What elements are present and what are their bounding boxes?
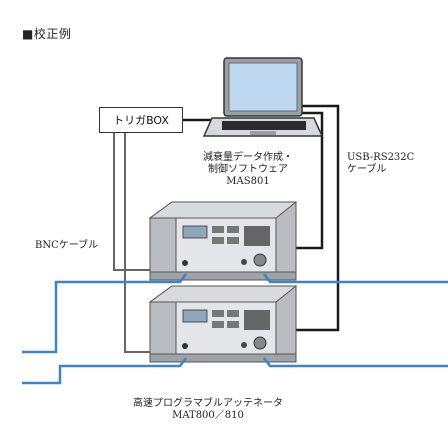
attenuator-device-1: [148, 201, 298, 281]
trigger-box: トリガBOX: [99, 107, 183, 133]
product-label: 高速プログラマブルアッテネータ MAT800／810: [118, 398, 298, 422]
software-label-line-3: MAS801: [226, 176, 270, 187]
bnc-cable-label: BNCケーブル: [35, 240, 99, 251]
rf-line-out-2: [263, 357, 448, 368]
usb-cable-2: [296, 104, 340, 332]
usb-cable-label: USB-RS232C ケーブル: [347, 152, 431, 176]
usb-label-line-2: ケーブル: [347, 164, 387, 175]
software-label-line-2: 制御ソフトウェア: [208, 164, 288, 175]
laptop-icon: [202, 57, 324, 137]
product-label-line-1: 高速プログラマブルアッテネータ: [133, 398, 283, 409]
attenuator-device-2: [148, 285, 298, 363]
rf-line-in-1: [22, 273, 187, 354]
software-label-line-1: 減衰量データ作成・: [203, 152, 293, 163]
software-label: 減衰量データ作成・ 制御ソフトウェア MAS801: [188, 152, 308, 188]
usb-cable-1: [296, 111, 324, 250]
product-label-line-2: MAT800／810: [172, 410, 244, 421]
rf-line-in-2: [22, 357, 187, 385]
bnc-cable-2: [124, 133, 160, 353]
bnc-cable-1: [113, 133, 160, 271]
usb-label-line-1: USB-RS232C: [347, 152, 415, 163]
rf-line-out-1: [263, 273, 448, 284]
page-heading: ■校正例: [22, 27, 72, 41]
